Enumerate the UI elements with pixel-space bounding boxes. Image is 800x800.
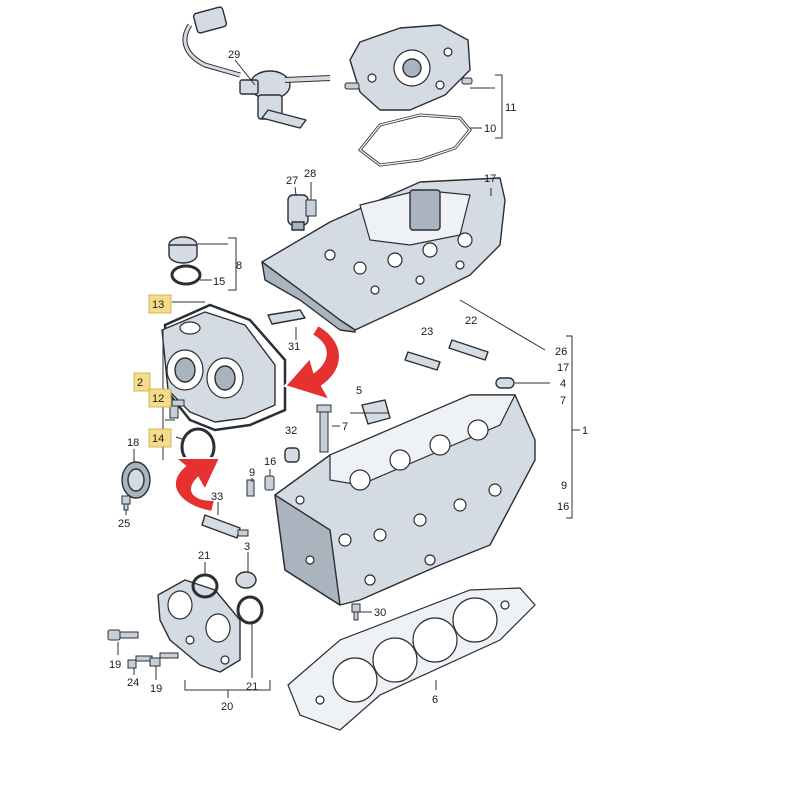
- callout-16-left: 16: [264, 456, 276, 468]
- sensor-wheel: [121, 461, 151, 511]
- callout-7-right: 7: [560, 395, 566, 407]
- bolt-19-left: [107, 629, 139, 641]
- callout-9-right: 9: [561, 480, 567, 492]
- callout-19-right: 19: [150, 683, 162, 695]
- callout-15: 15: [213, 276, 225, 288]
- long-bolt-7: [316, 404, 332, 453]
- vacuum-pump-housing: [157, 579, 241, 673]
- highlight-14: [148, 428, 172, 448]
- callout-8: 8: [236, 260, 242, 272]
- callout-20: 20: [221, 701, 233, 713]
- callout-22: 22: [465, 315, 477, 327]
- callout-9-left: 9: [249, 467, 255, 479]
- sealing-plug-31: [267, 309, 306, 325]
- bracket-lines: [184, 74, 580, 698]
- o-ring-21-lower: [236, 595, 264, 625]
- callout-21-top: 21: [198, 550, 210, 562]
- guide-bar-22: [448, 339, 489, 361]
- callout-32: 32: [285, 425, 297, 437]
- callout-25: 25: [118, 518, 130, 530]
- bolt-19-right: [149, 652, 179, 667]
- cover-bolt-12: [169, 399, 185, 419]
- cylinder-head: [274, 394, 536, 606]
- callout-18: 18: [127, 437, 139, 449]
- callout-29: 29: [228, 49, 240, 61]
- guide-bar-23: [404, 351, 441, 371]
- sleeve-33: [201, 514, 249, 539]
- vent-hose-assembly: [182, 6, 331, 129]
- callout-2: 2: [137, 377, 143, 389]
- separator-gasket: [357, 113, 472, 167]
- oil-filler-cap: [168, 236, 202, 286]
- callout-14: 14: [152, 433, 164, 445]
- callout-1: 1: [582, 425, 588, 437]
- callout-33: 33: [211, 491, 223, 503]
- cylinder-head-gasket: [287, 587, 536, 731]
- callout-30: 30: [374, 607, 386, 619]
- plug-3: [235, 571, 257, 589]
- callout-6: 6: [432, 694, 438, 706]
- callout-27: 27: [286, 175, 298, 187]
- callout-17-top: 17: [484, 173, 496, 185]
- sealing-plug-32: [284, 447, 300, 463]
- callout-21-bottom: 21: [246, 681, 258, 693]
- callout-28: 28: [304, 168, 316, 180]
- highlight-2: [133, 372, 151, 392]
- callout-12: 12: [152, 393, 164, 405]
- callout-11: 11: [505, 102, 516, 114]
- callout-17-mid: 17: [557, 362, 569, 374]
- plug-16: [264, 475, 275, 491]
- callout-10: 10: [484, 123, 496, 135]
- callout-7-mid: 7: [342, 421, 348, 433]
- oil-separator-housing: [344, 24, 473, 111]
- pressure-valve: [287, 194, 317, 231]
- callout-5: 5: [356, 385, 362, 397]
- callout-13: 13: [152, 299, 164, 311]
- seal-plug-4: [495, 377, 515, 389]
- callout-16-right: 16: [557, 501, 569, 513]
- red-arrow-upper: [283, 323, 341, 402]
- callout-23: 23: [421, 326, 433, 338]
- callout-3: 3: [244, 541, 250, 553]
- callout-labels: 29 11 10 27 28 17 8 15 13 31 22 23 26 17…: [109, 49, 588, 713]
- bolt-24: [127, 655, 153, 669]
- callout-4: 4: [560, 378, 566, 390]
- plug-9: [246, 479, 255, 497]
- bracket-plate-5: [361, 399, 391, 425]
- callout-24: 24: [127, 677, 139, 689]
- highlight-12: [148, 388, 172, 408]
- callout-31: 31: [288, 341, 300, 353]
- leader-lines: [117, 59, 550, 690]
- timing-cover: [161, 303, 287, 432]
- callout-26: 26: [555, 346, 567, 358]
- highlight-13: [148, 294, 172, 314]
- bolt-30: [351, 603, 361, 621]
- red-arrow-lower: [172, 457, 222, 514]
- callout-19-left: 19: [109, 659, 121, 671]
- cylinder-head-cover: [261, 177, 506, 333]
- highlight-boxes: [133, 294, 172, 448]
